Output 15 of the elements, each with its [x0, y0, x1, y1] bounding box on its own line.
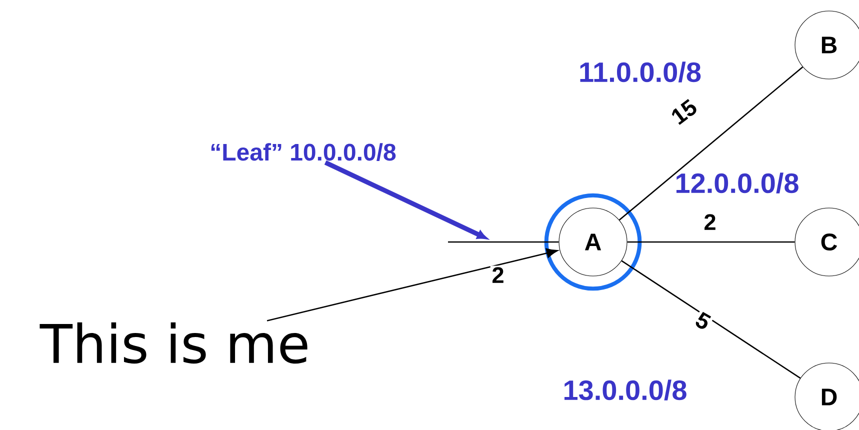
prefix-label: 11.0.0.0/8: [580, 62, 701, 82]
link-line: [618, 66, 804, 221]
prefix-label: 13.0.0.0/8: [564, 380, 686, 400]
arrow: [324, 160, 487, 240]
edge-label: 2: [490, 266, 506, 284]
link-line: [627, 241, 795, 243]
edge-label: 15: [667, 96, 701, 128]
arrow: [266, 248, 558, 322]
caption-text: This is me: [40, 322, 308, 364]
link-line: [621, 260, 801, 379]
prefix-label: 12.0.0.0/8: [676, 172, 798, 194]
link-line: [448, 241, 559, 243]
edge-label: 5: [692, 309, 714, 333]
edge-label: 2: [702, 212, 718, 232]
prefix-label: “Leaf” 10.0.0.0/8: [211, 143, 396, 161]
